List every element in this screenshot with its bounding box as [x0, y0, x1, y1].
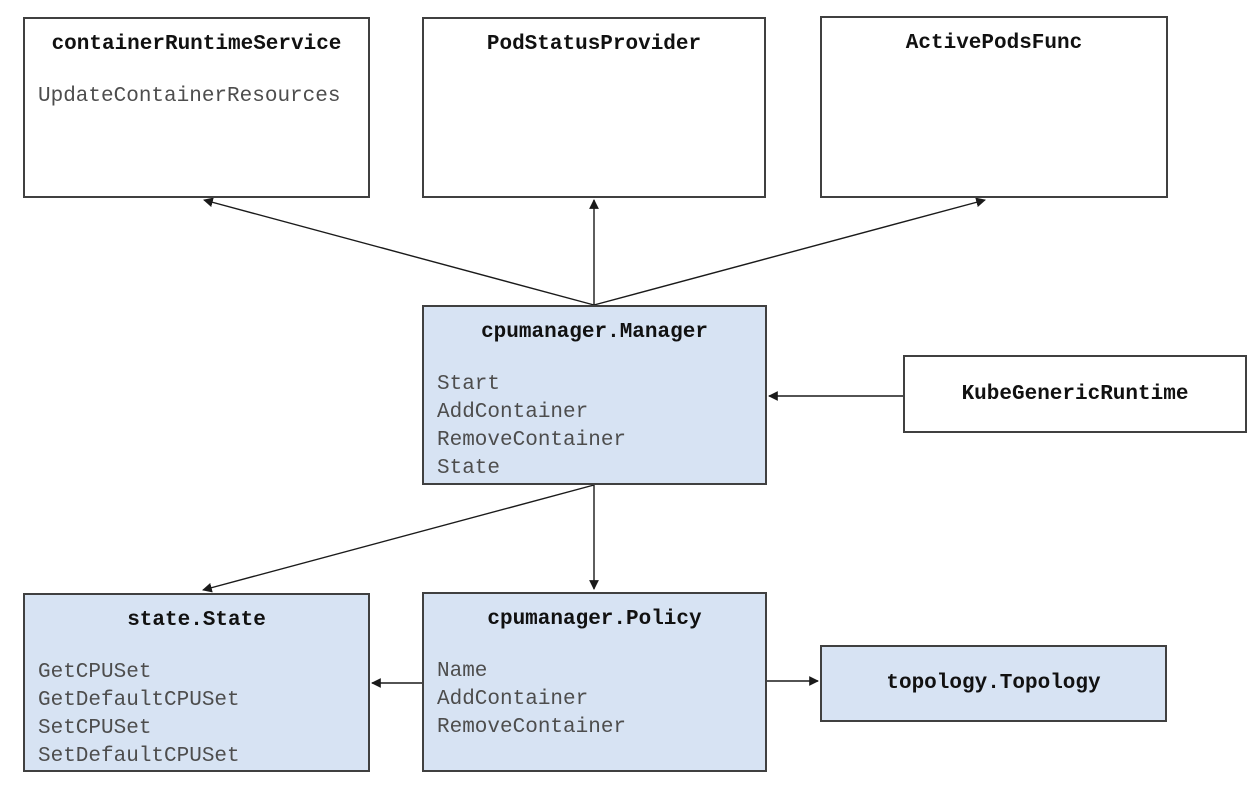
arrow-manager-to-active-pods-func — [593, 197, 986, 306]
node-title: ActivePodsFunc — [905, 32, 1083, 55]
method-item: State — [437, 457, 501, 480]
method-item: AddContainer — [437, 401, 589, 424]
arrow-manager-to-container-runtime-service — [203, 197, 595, 306]
method-item: Name — [437, 660, 488, 683]
node-kube-generic-runtime: KubeGenericRuntime — [903, 355, 1247, 433]
node-title: PodStatusProvider — [486, 33, 702, 56]
method-item: SetDefaultCPUSet — [38, 745, 240, 768]
node-topology-topology: topology.Topology — [820, 645, 1167, 722]
node-title: KubeGenericRuntime — [961, 382, 1189, 406]
arrow-manager-to-state-state — [202, 484, 595, 593]
method-item: GetCPUSet — [38, 661, 152, 684]
method-item: GetDefaultCPUSet — [38, 689, 240, 712]
node-pod-status-provider: PodStatusProvider — [422, 17, 766, 198]
method-item: SetCPUSet — [38, 717, 152, 740]
method-item: AddContainer — [437, 688, 589, 711]
node-title: state.State — [127, 609, 266, 632]
node-title: cpumanager.Policy — [487, 608, 702, 631]
method-item: RemoveContainer — [437, 429, 627, 452]
method-item: UpdateContainerResources — [38, 85, 341, 108]
method-item: Start — [437, 373, 501, 396]
node-cpumanager-manager: cpumanager.Manager Start AddContainer Re… — [422, 305, 767, 485]
node-title: cpumanager.Manager — [481, 321, 708, 344]
node-active-pods-func: ActivePodsFunc — [820, 16, 1168, 198]
node-container-runtime-service: containerRuntimeService UpdateContainerR… — [23, 17, 370, 198]
node-title: containerRuntimeService — [51, 33, 342, 56]
method-item: RemoveContainer — [437, 716, 627, 739]
node-state-state: state.State GetCPUSet GetDefaultCPUSet S… — [23, 593, 370, 772]
node-cpumanager-policy: cpumanager.Policy Name AddContainer Remo… — [422, 592, 767, 772]
node-title: topology.Topology — [886, 672, 1101, 695]
